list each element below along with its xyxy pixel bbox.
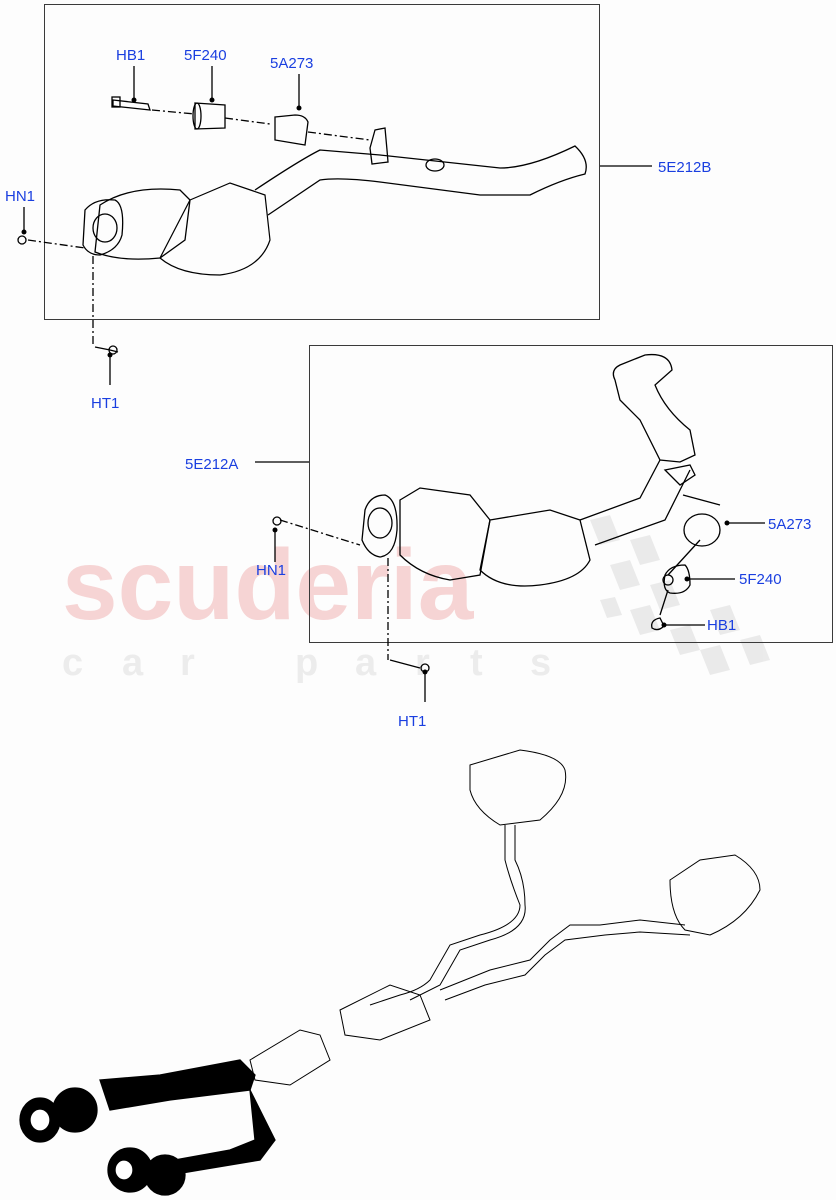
callout-5a273-top: 5A273 <box>270 55 314 72</box>
front-pipe-5e212b <box>17 66 652 385</box>
callout-5f240-top: 5F240 <box>184 47 227 64</box>
callout-hn1-top: HN1 <box>5 188 36 205</box>
callout-5f240-bottom: 5F240 <box>739 571 782 588</box>
callout-ht1-bottom: HT1 <box>398 713 427 730</box>
highlighted-front-pipes <box>19 1059 276 1196</box>
watermark-letter: a <box>355 642 377 684</box>
callout-hb1-top: HB1 <box>116 47 146 64</box>
leader-dots-bottom <box>272 520 730 675</box>
callout-hb1-bottom: HB1 <box>707 617 737 634</box>
watermark-scuderia: scuderia <box>62 529 474 641</box>
callout-hn1-bottom: HN1 <box>256 562 287 579</box>
watermark-letter: a <box>122 642 144 684</box>
watermark-letter: c <box>62 642 84 684</box>
assembly-label-5e212a: 5E212A <box>185 456 239 473</box>
watermark-letter: r <box>180 642 195 684</box>
leader-dots <box>21 97 302 358</box>
flange-openings <box>29 1108 134 1181</box>
watermark-letter: t <box>470 642 483 684</box>
assembly-label-5e212b: 5E212B <box>658 159 712 176</box>
watermark-letter: p <box>295 642 319 684</box>
watermark-letter: s <box>530 642 552 684</box>
callout-5a273-bottom: 5A273 <box>768 516 812 533</box>
panel-top-frame <box>44 4 600 320</box>
exhaust-system-overview <box>249 749 761 1086</box>
callout-ht1-top: HT1 <box>91 395 120 412</box>
front-pipe-5e212a <box>255 353 765 702</box>
panel-bottom-frame <box>309 345 833 643</box>
